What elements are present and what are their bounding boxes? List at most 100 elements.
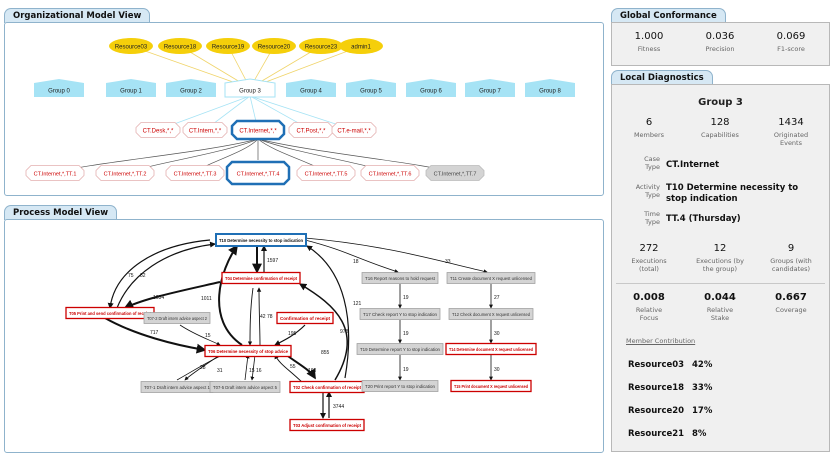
process-node-t03[interactable]: T03 Adjust confirmation of receipt bbox=[289, 418, 365, 432]
capability-label: CT.Desk,*,* bbox=[143, 129, 174, 135]
edge-label: 19 bbox=[403, 295, 409, 301]
process-node-conf[interactable]: Confirmation of receipt bbox=[276, 311, 334, 325]
divider bbox=[616, 283, 825, 284]
executions-by-group: 12 Executions (by the group) bbox=[685, 243, 755, 273]
group-label: Group 8 bbox=[539, 89, 561, 95]
local-diagnostics-tab[interactable]: Local Diagnostics bbox=[611, 70, 713, 85]
process-node-t16[interactable]: T16 Report reasons to hold request bbox=[361, 272, 439, 284]
process-node-t19[interactable]: T19 Determine report Y to stop indicatio… bbox=[356, 343, 444, 355]
process-node-t072[interactable]: T07-2 Draft intern advice aspect 2 bbox=[143, 312, 211, 324]
capability-node[interactable]: CT.Intern,*,* bbox=[182, 122, 228, 138]
members-count: 6 Members bbox=[614, 117, 684, 139]
process-node-t17[interactable]: T17 Check report Y to stop indication bbox=[359, 308, 441, 320]
contribution-pct: 33% bbox=[692, 383, 713, 393]
members-value: 6 bbox=[645, 117, 653, 128]
resource-label: Resource23 bbox=[305, 45, 338, 51]
edge-label: 55 bbox=[290, 364, 296, 370]
subcapability-node[interactable]: CT.Internet,*,TT.6 bbox=[360, 165, 420, 181]
group-node[interactable]: Group 3 bbox=[224, 78, 276, 98]
group-node[interactable]: Group 6 bbox=[406, 79, 456, 97]
process-node-t02[interactable]: T02 Check confirmation of receipt bbox=[289, 380, 365, 394]
group-node[interactable]: Group 5 bbox=[346, 79, 396, 97]
process-node-label: T07-5 Draft intern advice aspect 5 bbox=[213, 385, 277, 390]
org-view-tab[interactable]: Organizational Model View bbox=[4, 8, 151, 23]
resource-node[interactable]: admin1 bbox=[339, 38, 383, 54]
subcapability-node[interactable]: CT.Internet,*,TT.4 bbox=[225, 160, 291, 186]
subcapability-label: CT.Internet,*,TT.1 bbox=[34, 172, 77, 178]
group-node[interactable]: Group 0 bbox=[34, 79, 84, 97]
originated-events-count: 1434 Originated Events bbox=[756, 117, 826, 147]
group-node[interactable]: Group 8 bbox=[525, 79, 575, 97]
resource-label: Resource03 bbox=[115, 45, 148, 51]
resource-node[interactable]: Resource18 bbox=[158, 38, 202, 54]
edge-label: 19 bbox=[403, 367, 409, 373]
process-node-label: T04 Determine confirmation of receipt bbox=[225, 276, 297, 281]
process-node-t075[interactable]: T07-5 Draft intern advice aspect 5 bbox=[209, 381, 281, 393]
group-node[interactable]: Group 4 bbox=[286, 79, 336, 97]
activity-type-label: Activity Type bbox=[635, 183, 660, 199]
capability-node[interactable]: CT.Desk,*,* bbox=[135, 122, 181, 138]
groups-with-candidates: 9 Groups (with candidates) bbox=[756, 243, 826, 273]
capability-node[interactable]: CT.Post,*,* bbox=[288, 122, 334, 138]
resource-label: Resource18 bbox=[164, 45, 197, 51]
process-node-t04[interactable]: T04 Determine confirmation of receipt bbox=[221, 271, 301, 285]
subcapability-node[interactable]: CT.Internet,*,TT.3 bbox=[165, 165, 225, 181]
subcapability-node[interactable]: CT.Internet,*,TT.5 bbox=[296, 165, 356, 181]
process-node-t14[interactable]: T14 Determine document X request unlicen… bbox=[445, 342, 537, 356]
edge-label: 855 bbox=[321, 350, 330, 356]
process-node-t05[interactable]: T05 Print and send confirmation of recei… bbox=[65, 306, 155, 320]
process-node-t11[interactable]: T11 Create document X request unlicensed bbox=[446, 272, 536, 284]
process-view-tab[interactable]: Process Model View bbox=[4, 205, 118, 220]
group-node[interactable]: Group 2 bbox=[166, 79, 216, 97]
members-label: Members bbox=[633, 131, 665, 139]
edge-label: 18 bbox=[353, 259, 359, 265]
edge-label: 75 bbox=[128, 273, 134, 279]
fitness-label: Fitness bbox=[637, 45, 661, 53]
contribution-name: Resource21 bbox=[628, 429, 685, 439]
resource-node[interactable]: Resource20 bbox=[252, 38, 296, 54]
process-node-label: T12 Check document X request unlicensed bbox=[452, 312, 530, 317]
org-view-title: Organizational Model View bbox=[13, 11, 142, 21]
resource-node[interactable]: Resource23 bbox=[299, 38, 343, 54]
process-node-t071[interactable]: T07-1 Draft intern advice aspect 1 bbox=[140, 381, 214, 393]
subcapability-node[interactable]: CT.Internet,*,TT.7 bbox=[425, 165, 485, 181]
edge-label: 15 16 bbox=[249, 368, 262, 374]
edge-label: 163 bbox=[308, 368, 317, 374]
process-node-t20[interactable]: T20 Print report Y to stop indication bbox=[361, 380, 439, 392]
capability-node[interactable]: CT.e-mail,*,* bbox=[331, 122, 377, 138]
groups-with-candidates-label: Groups (with candidates) bbox=[770, 257, 812, 273]
edge-label: 19 bbox=[403, 331, 409, 337]
group-node[interactable]: Group 1 bbox=[106, 79, 156, 97]
capability-label: CT.e-mail,*,* bbox=[337, 129, 371, 135]
edge-label: 1034 bbox=[153, 295, 164, 301]
edge-label: 27 bbox=[494, 295, 500, 301]
capability-node[interactable]: CT.Internet,*,* bbox=[230, 119, 286, 141]
resource-node[interactable]: Resource03 bbox=[109, 38, 153, 54]
edge-label: 33 bbox=[445, 259, 451, 265]
process-node-t06[interactable]: T06 Determine necessity of stop advice bbox=[204, 344, 292, 358]
relative-focus: 0.008 Relative Focus bbox=[614, 292, 684, 322]
edge-label: 121 bbox=[353, 301, 362, 307]
subcapability-node[interactable]: CT.Internet,*,TT.1 bbox=[25, 165, 85, 181]
edge-label: 978 bbox=[340, 329, 349, 335]
relative-stake-value: 0.044 bbox=[704, 292, 736, 303]
f1-metric: 0.069 F1-score bbox=[756, 31, 826, 53]
group-node[interactable]: Group 7 bbox=[465, 79, 515, 97]
global-conformance-panel: 1.000 Fitness 0.036 Precision 0.069 F1-s… bbox=[611, 22, 830, 66]
group-nodes: Group 0 Group 1 Group 2 Group 3 Group 4 Group… bbox=[34, 78, 575, 98]
subcapability-label: CT.Internet,*,TT.7 bbox=[434, 172, 477, 178]
process-node-t12[interactable]: T12 Check document X request unlicensed bbox=[448, 308, 534, 320]
global-conformance-tab[interactable]: Global Conformance bbox=[611, 8, 726, 23]
process-node-label: Confirmation of receipt bbox=[280, 316, 330, 321]
selected-group-title: Group 3 bbox=[698, 97, 743, 108]
process-node-t10[interactable]: T10 Determine necessity to stop indicati… bbox=[215, 233, 307, 247]
resource-node[interactable]: Resource19 bbox=[206, 38, 250, 54]
group-label: Group 0 bbox=[48, 89, 70, 95]
contribution-name: Resource20 bbox=[628, 406, 685, 416]
subcapability-node[interactable]: CT.Internet,*,TT.2 bbox=[95, 165, 155, 181]
process-node-t15[interactable]: T15 Print document X request unlicensed bbox=[450, 379, 532, 393]
